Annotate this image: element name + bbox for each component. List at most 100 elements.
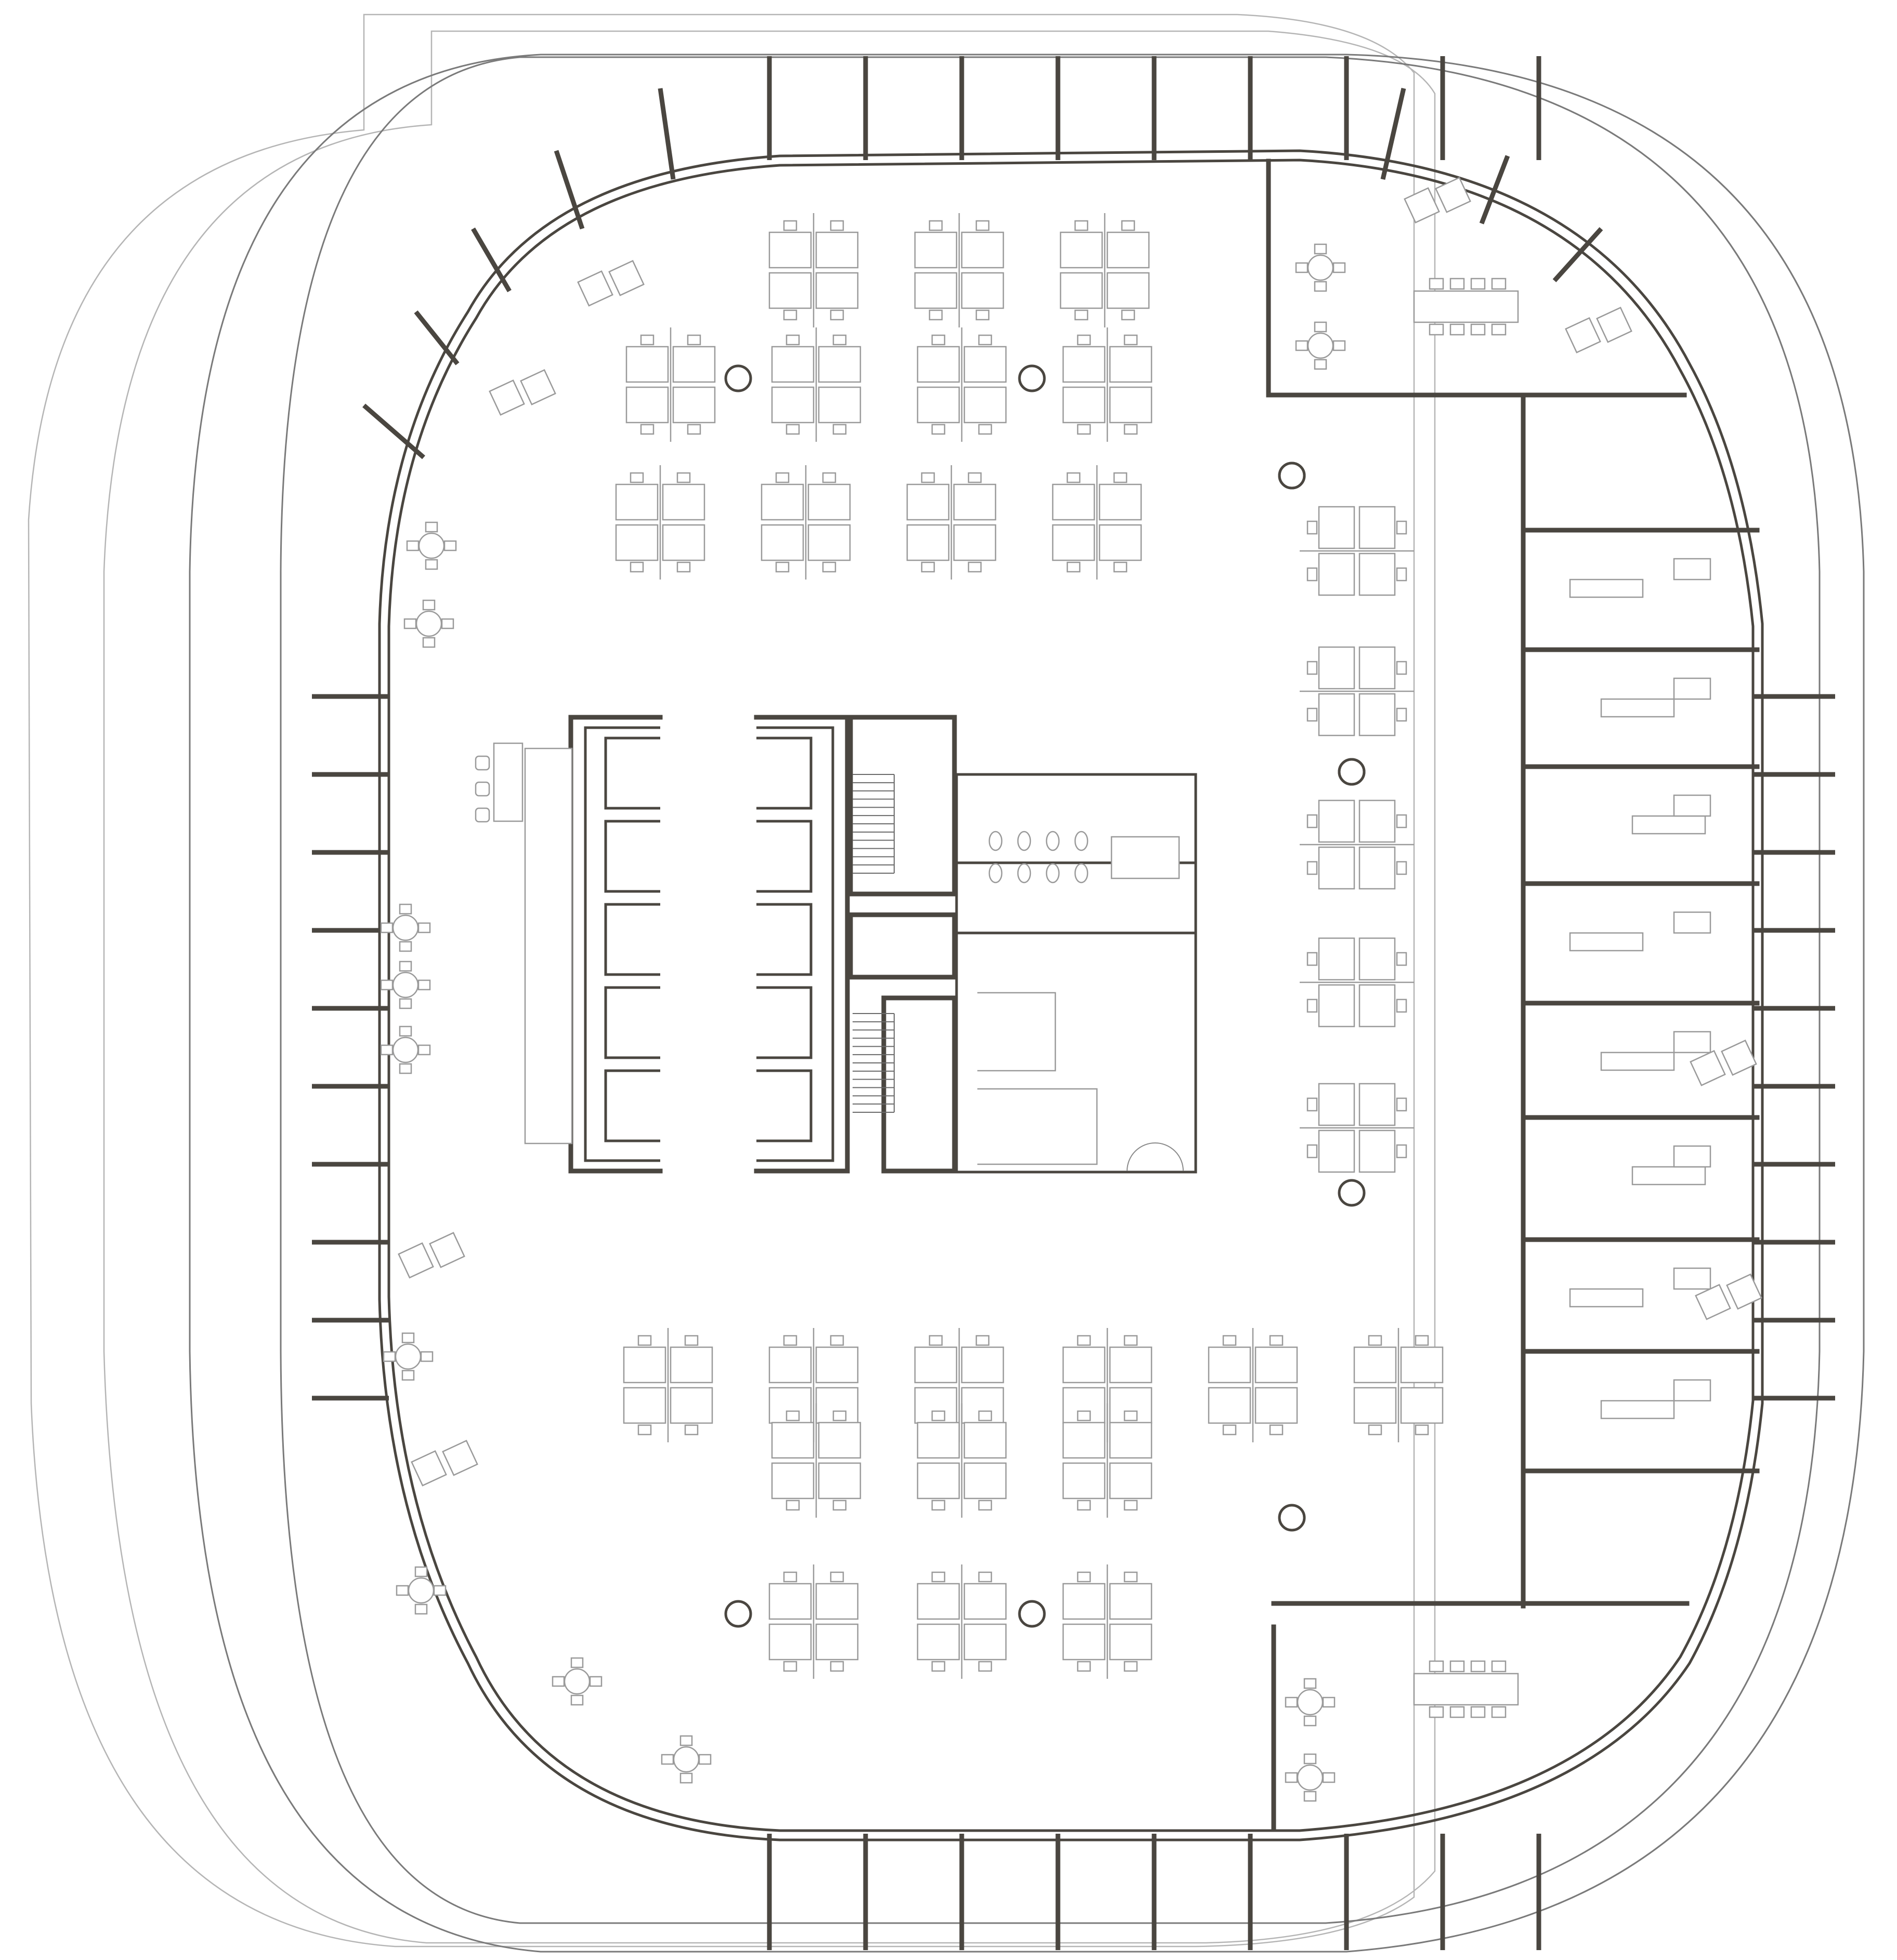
chair <box>380 979 394 991</box>
elevator-car-east <box>756 986 813 1059</box>
desk-chair <box>830 1661 844 1672</box>
stair-treads <box>853 774 895 1113</box>
workstation-desk <box>1052 524 1095 561</box>
chair <box>417 922 431 933</box>
chair <box>1295 340 1309 351</box>
desk-chair <box>1077 1499 1091 1511</box>
desk-chair <box>978 424 992 435</box>
toilet-fixture <box>1017 831 1031 851</box>
workstation-desk <box>615 483 659 521</box>
desk-chair <box>630 561 644 573</box>
elevator-bank-west-inner <box>584 726 660 1162</box>
desk-chair <box>832 334 847 346</box>
desk-chair <box>1396 1144 1407 1159</box>
elevator-car-west <box>604 903 660 976</box>
round-table <box>392 1036 419 1063</box>
chair <box>1303 1715 1317 1727</box>
elevator-car-east <box>756 820 813 893</box>
desk-chair <box>687 334 701 346</box>
armchair-pair <box>411 1440 478 1487</box>
toilet-fixture <box>1074 863 1089 884</box>
desk-chair <box>783 220 797 231</box>
desk-chair <box>637 1335 652 1346</box>
desk-chair <box>1074 220 1089 231</box>
workstation-desk <box>961 272 1004 309</box>
workstation-cluster <box>914 213 1004 327</box>
workstation-cluster <box>1300 646 1414 736</box>
desk-chair <box>921 561 935 573</box>
desk-chair <box>832 1499 847 1511</box>
round-table <box>1307 254 1334 281</box>
workstation-cluster <box>625 327 716 442</box>
round-table-set <box>380 961 431 1009</box>
desk-chair <box>975 220 990 231</box>
chair <box>698 1754 712 1765</box>
structural-column <box>1278 462 1306 490</box>
desk-chair <box>822 561 836 573</box>
workstation-desk <box>1109 386 1153 424</box>
desk-chair <box>783 1335 797 1346</box>
bar-stool <box>475 781 490 797</box>
elevator-cars <box>604 736 813 1142</box>
workstation-desk <box>771 346 815 383</box>
round-table <box>564 1668 591 1695</box>
workstation-desk <box>1109 1583 1153 1620</box>
pantry-stools <box>475 755 490 823</box>
chair <box>380 922 394 933</box>
workstation-desk <box>1208 1387 1251 1424</box>
workstation-desk <box>807 524 851 561</box>
desk-chair <box>1306 1097 1318 1112</box>
workstation-desk <box>963 386 1007 424</box>
desk-chair <box>832 424 847 435</box>
workstation-desk <box>768 1623 812 1661</box>
desk-chair <box>775 561 790 573</box>
workstation-desk <box>1318 984 1355 1028</box>
toilet-fixture <box>1045 831 1060 851</box>
chair <box>1303 1678 1317 1689</box>
structural-column <box>1018 1600 1046 1628</box>
desk-chair <box>931 1410 946 1422</box>
office-sofa <box>1673 911 1711 934</box>
armchair <box>520 369 556 405</box>
workstation-desk <box>1318 553 1355 596</box>
chair <box>399 998 412 1009</box>
desk-chair <box>775 472 790 483</box>
workstation-cluster <box>1300 799 1414 890</box>
east-office-wing <box>1266 159 1760 1832</box>
workstation-desk <box>1109 1623 1153 1661</box>
stair-north-enclosure <box>848 715 957 897</box>
workstation-desk <box>768 272 812 309</box>
desk-chair <box>967 472 982 483</box>
round-table-set <box>1285 1678 1336 1727</box>
structural-column <box>1338 758 1366 786</box>
round-table-set <box>406 521 457 570</box>
workstation-desk <box>961 1346 1004 1384</box>
chair <box>1322 1696 1336 1708</box>
chair <box>1322 1772 1336 1783</box>
toilet-fixture <box>988 863 1003 884</box>
desk-chair <box>1123 1410 1138 1422</box>
bar-stool <box>475 755 490 771</box>
curtain-wall-outer <box>378 149 1764 1841</box>
chair <box>1314 359 1327 370</box>
armchair <box>411 1450 447 1487</box>
workstation-desk <box>768 231 812 269</box>
chair <box>1303 1791 1317 1802</box>
chair <box>679 1735 693 1746</box>
desk-chair <box>786 1410 800 1422</box>
chair <box>403 618 417 629</box>
round-table-set <box>380 903 431 952</box>
stair-south-enclosure <box>881 995 957 1174</box>
workstation-desk <box>672 386 716 424</box>
armchair <box>577 270 613 307</box>
office-sofa <box>1673 1267 1711 1290</box>
armchair-pair <box>1690 1040 1757 1086</box>
chair <box>1491 278 1507 290</box>
workstation-desk <box>1318 937 1355 981</box>
chair <box>1449 1706 1465 1718</box>
desk-chair <box>1306 998 1318 1013</box>
desk-chair <box>783 1661 797 1672</box>
desk-chair <box>1113 561 1128 573</box>
desk-chair <box>830 309 844 321</box>
round-table <box>673 1746 700 1773</box>
